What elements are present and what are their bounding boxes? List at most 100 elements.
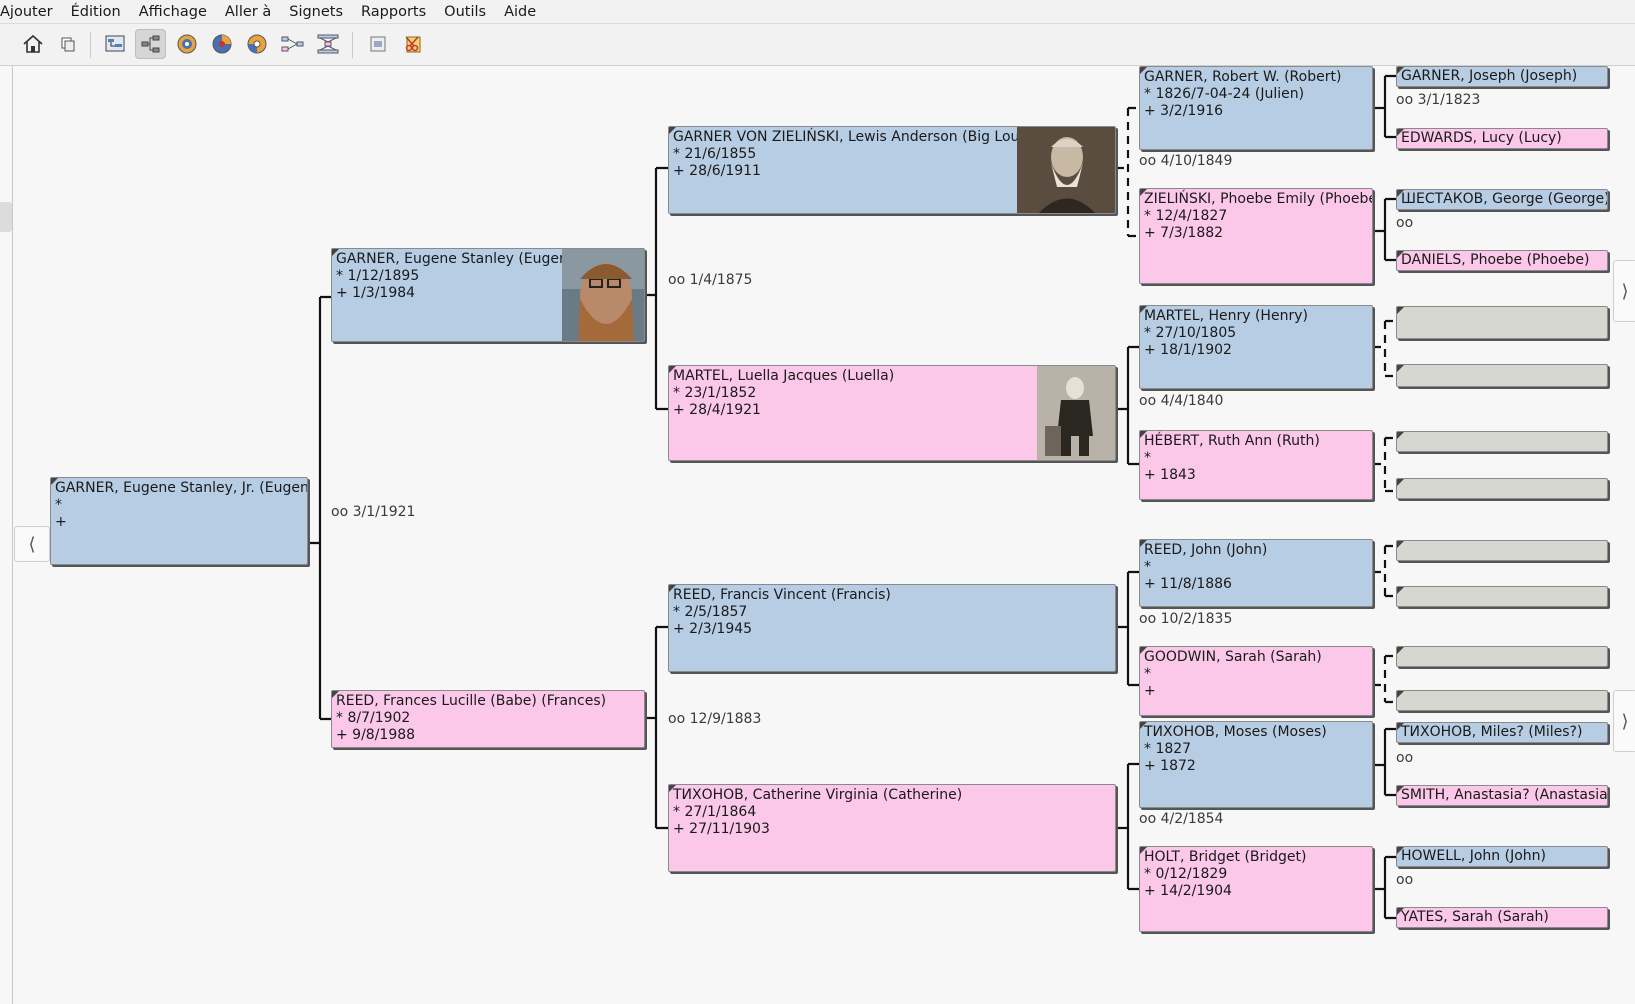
person-box-gen4[interactable]: DANIELS, Phoebe (Phoebe)	[1396, 250, 1608, 271]
marriage-label: oo 3/1/1921	[331, 504, 416, 520]
menu-signets[interactable]: Signets	[289, 3, 344, 20]
fan-chart-button[interactable]	[171, 29, 202, 59]
marriage-label: oo	[1396, 750, 1414, 766]
graph-view-icon	[281, 36, 303, 52]
forward-arrow-button[interactable]: ⟩	[1613, 690, 1635, 752]
person-text: GARNER VON ZIELIŃSKI, Lewis Anderson (Bi…	[673, 129, 1037, 180]
person-birth: * 23/1/1852	[673, 385, 757, 401]
empty-person-box[interactable]	[1396, 586, 1608, 607]
toolbar	[0, 24, 1635, 66]
person-name: REED, John (John)	[1144, 542, 1268, 558]
menu-aide[interactable]: Aide	[504, 3, 537, 20]
pedigree-canvas[interactable]: GARNER, Eugene Stanley, Jr. (Eugene) * +…	[0, 66, 1635, 1004]
person-text: ТИХОНОВ, Catherine Virginia (Catherine) …	[673, 787, 962, 838]
person-death: + 28/4/1921	[673, 402, 761, 418]
person-birth: * 27/1/1864	[673, 804, 757, 820]
media-button[interactable]	[362, 29, 393, 59]
person-text: REED, Frances Lucille (Babe) (Frances) *…	[336, 693, 606, 744]
menu-rapports[interactable]: Rapports	[361, 3, 427, 20]
person-box-gen3[interactable]: GOODWIN, Sarah (Sarah) * +	[1139, 646, 1373, 716]
person-box-mother[interactable]: REED, Frances Lucille (Babe) (Frances) *…	[331, 690, 645, 748]
menu-affichage[interactable]: Affichage	[138, 3, 207, 20]
person-birth: * 1826/7-04-24 (Julien)	[1144, 86, 1305, 102]
menu-aller-a[interactable]: Aller à	[224, 3, 272, 20]
forward-arrow-button[interactable]: ⟩	[1613, 260, 1635, 322]
person-box-gen2[interactable]: GARNER VON ZIELIŃSKI, Lewis Anderson (Bi…	[668, 126, 1116, 214]
person-text: REED, Francis Vincent (Francis) * 2/5/18…	[673, 587, 891, 638]
person-box-gen4[interactable]: GARNER, Joseph (Joseph)	[1396, 66, 1608, 87]
person-name: HÉBERT, Ruth Ann (Ruth)	[1144, 433, 1320, 449]
empty-person-box[interactable]	[1396, 306, 1608, 339]
person-box-gen3[interactable]: GARNER, Robert W. (Robert) * 1826/7-04-2…	[1139, 66, 1373, 150]
hourglass-view-icon	[317, 34, 338, 54]
person-birth: * 1827	[1144, 741, 1192, 757]
person-birth: *	[55, 497, 62, 513]
person-box-gen3[interactable]: MARTEL, Henry (Henry) * 27/10/1805 + 18/…	[1139, 305, 1373, 389]
person-birth: *	[1144, 559, 1151, 575]
pedigree-view-button[interactable]	[99, 29, 130, 59]
pedigree-view-icon	[105, 35, 124, 52]
person-name: GOODWIN, Sarah (Sarah)	[1144, 649, 1322, 665]
person-death: + 1843	[1144, 467, 1196, 483]
clipboard-button[interactable]	[397, 29, 428, 59]
person-name: GARNER, Robert W. (Robert)	[1144, 69, 1342, 85]
menu-bar: Ajouter Édition Affichage Aller à Signet…	[0, 0, 1635, 24]
person-box-gen4[interactable]: EDWARDS, Lucy (Lucy)	[1396, 128, 1608, 149]
person-box-gen2[interactable]: REED, Francis Vincent (Francis) * 2/5/18…	[668, 584, 1116, 672]
person-name: ZIELIŃSKI, Phoebe Emily (Phoebe)	[1144, 191, 1373, 207]
empty-person-box[interactable]	[1396, 646, 1608, 667]
hourglass-view-button[interactable]	[312, 29, 343, 59]
person-box-gen4[interactable]: SMITH, Anastasia? (Anastasia?)	[1396, 785, 1608, 806]
sidebar-handle[interactable]	[0, 202, 12, 232]
person-box-gen2[interactable]: ТИХОНОВ, Catherine Virginia (Catherine) …	[668, 784, 1116, 872]
marriage-label: oo 4/10/1849	[1139, 153, 1233, 169]
home-button[interactable]	[17, 29, 48, 59]
empty-person-box[interactable]	[1396, 690, 1608, 711]
graph-view-button[interactable]	[277, 29, 308, 59]
person-box-gen4[interactable]: HOWELL, John (John)	[1396, 846, 1608, 867]
descendant-fan-button[interactable]	[206, 29, 237, 59]
person-name: GARNER, Joseph (Joseph)	[1401, 68, 1578, 84]
person-death: + 1872	[1144, 758, 1196, 774]
person-box-gen4[interactable]: YATES, Sarah (Sarah)	[1396, 907, 1608, 928]
person-box-gen4[interactable]: ТИХОНОВ, Miles? (Miles?)	[1396, 722, 1608, 743]
chevron-left-icon: ⟨	[28, 533, 36, 555]
person-box-gen3[interactable]: HÉBERT, Ruth Ann (Ruth) * + 1843	[1139, 430, 1373, 500]
menu-edition[interactable]: Édition	[70, 3, 121, 20]
chevron-right-icon: ⟩	[1621, 280, 1629, 302]
two-way-fan-button[interactable]	[241, 29, 272, 59]
empty-person-box[interactable]	[1396, 540, 1608, 561]
empty-person-box[interactable]	[1396, 478, 1608, 499]
person-box-gen3[interactable]: ZIELIŃSKI, Phoebe Emily (Phoebe) * 12/4/…	[1139, 188, 1373, 284]
menu-outils[interactable]: Outils	[444, 3, 487, 20]
person-text: GARNER, Eugene Stanley (Eugene) * 1/12/1…	[336, 251, 582, 302]
person-name: GARNER, Eugene Stanley, Jr. (Eugene)	[55, 480, 308, 496]
menu-ajouter[interactable]: Ajouter	[0, 3, 53, 20]
person-box-root[interactable]: GARNER, Eugene Stanley, Jr. (Eugene) * +	[50, 477, 308, 565]
person-text: HOLT, Bridget (Bridget) * 0/12/1829 + 14…	[1144, 849, 1307, 900]
copy-button[interactable]	[52, 29, 83, 59]
clipboard-scissors-icon	[404, 36, 420, 53]
person-name: GARNER, Eugene Stanley (Eugene)	[336, 251, 582, 267]
person-text: GARNER, Eugene Stanley, Jr. (Eugene) * +	[55, 480, 308, 531]
person-death: + 3/2/1916	[1144, 103, 1224, 119]
empty-person-box[interactable]	[1396, 364, 1608, 387]
person-text: ZIELIŃSKI, Phoebe Emily (Phoebe) * 12/4/…	[1144, 191, 1373, 242]
person-text: MARTEL, Henry (Henry) * 27/10/1805 + 18/…	[1144, 308, 1308, 359]
person-box-gen3[interactable]: ТИХОНОВ, Moses (Moses) * 1827 + 1872	[1139, 721, 1373, 808]
person-death: + 1/3/1984	[336, 285, 416, 301]
person-box-gen3[interactable]: HOLT, Bridget (Bridget) * 0/12/1829 + 14…	[1139, 846, 1373, 932]
empty-person-box[interactable]	[1396, 431, 1608, 452]
person-box-gen2[interactable]: MARTEL, Luella Jacques (Luella) * 23/1/1…	[668, 365, 1116, 461]
person-box-gen3[interactable]: REED, John (John) * + 11/8/1886	[1139, 539, 1373, 607]
person-death: + 27/11/1903	[673, 821, 770, 837]
back-arrow-button[interactable]: ⟨	[14, 526, 50, 562]
person-birth: * 12/4/1827	[1144, 208, 1228, 224]
tree-view-button[interactable]	[135, 29, 166, 59]
person-photo	[1017, 127, 1115, 213]
person-photo	[1037, 366, 1115, 460]
person-death: +	[1144, 683, 1156, 699]
sidebar-divider	[12, 66, 13, 1004]
person-box-gen4[interactable]: ШЕСТАКОВ, George (George)	[1396, 189, 1608, 210]
person-box-father[interactable]: GARNER, Eugene Stanley (Eugene) * 1/12/1…	[331, 248, 645, 342]
